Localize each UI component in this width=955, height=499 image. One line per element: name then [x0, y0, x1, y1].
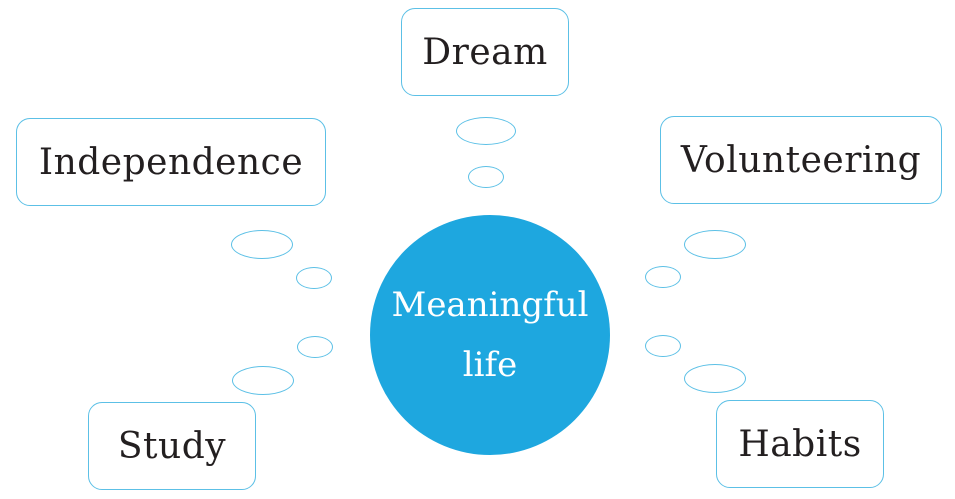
- connector-bubble-habits-small: [645, 335, 681, 357]
- node-independence: Independence: [16, 118, 326, 206]
- connector-bubble-independence-large: [231, 230, 293, 259]
- connector-bubble-study-small: [297, 336, 333, 358]
- connector-bubble-independence-small: [296, 267, 332, 289]
- center-circle: Meaningful life: [370, 215, 610, 455]
- connector-bubble-dream-large: [456, 117, 516, 145]
- node-habits: Habits: [716, 400, 884, 488]
- connector-bubble-dream-small: [468, 166, 504, 188]
- connector-bubble-volunteering-small: [645, 266, 681, 288]
- connector-bubble-volunteering-large: [684, 230, 746, 259]
- connector-bubble-habits-large: [684, 364, 746, 393]
- node-study: Study: [88, 402, 256, 490]
- node-dream: Dream: [401, 8, 569, 96]
- node-volunteering: Volunteering: [660, 116, 942, 204]
- center-label-line1: Meaningful: [391, 285, 589, 325]
- center-label-line2: life: [462, 345, 518, 385]
- connector-bubble-study-large: [232, 366, 294, 395]
